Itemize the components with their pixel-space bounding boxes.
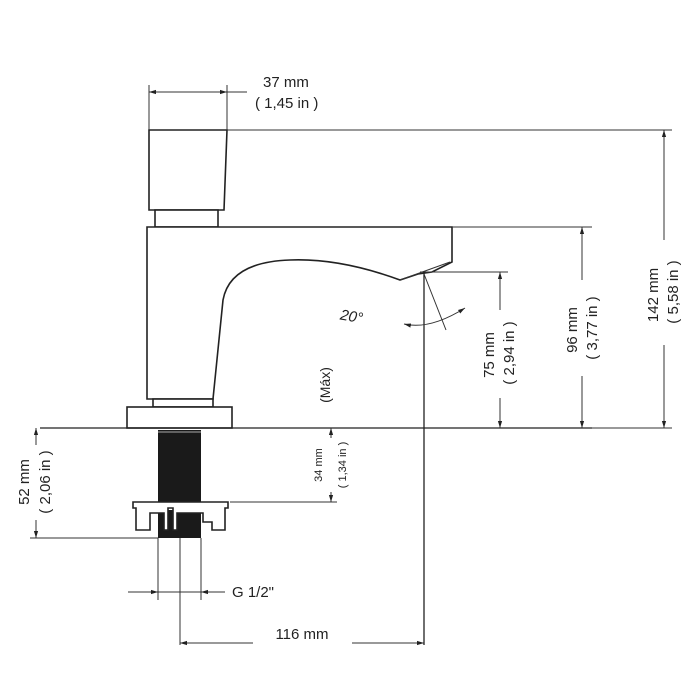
angle-ray — [423, 273, 447, 331]
spout-reach-mm: 116 mm — [275, 626, 328, 643]
max-note: (Máx) — [317, 367, 333, 403]
spout-angle-label: 20° — [338, 306, 364, 327]
dim-spout-reach: 116 mm — [180, 626, 424, 646]
dim-spout-height: 96 mm ( 3,77 in ) — [564, 227, 601, 428]
below-deck-mm: 52 mm — [16, 459, 33, 505]
shank-thread — [158, 430, 201, 502]
spout-body — [146, 226, 453, 400]
outlet-height-mm: 75 mm — [481, 332, 498, 378]
dim-below-deck: 52 mm ( 2,06 in ) — [16, 428, 158, 539]
outlet-height-in: ( 2,94 in ) — [501, 321, 518, 384]
thread-label: G 1/2" — [232, 584, 274, 601]
handle-neck — [154, 209, 219, 228]
handle-width-mm: 37 mm — [263, 74, 309, 91]
total-height-mm: 142 mm — [645, 268, 662, 322]
spout-height-mm: 96 mm — [564, 307, 581, 353]
dim-handle-width: 37 mm ( 1,45 in ) — [148, 74, 318, 130]
handle-width-in: ( 1,45 in ) — [255, 95, 318, 112]
aerator-tip — [399, 261, 451, 281]
base-ring — [152, 398, 214, 408]
handle-cap — [148, 129, 228, 211]
base-flange — [126, 406, 233, 429]
faucet-body — [126, 129, 453, 429]
spout-height-in: ( 3,77 in ) — [584, 296, 601, 359]
dim-outlet-height: 75 mm ( 2,94 in ) — [481, 272, 518, 428]
below-deck-in: ( 2,06 in ) — [37, 450, 54, 513]
threaded-shank — [132, 430, 229, 645]
deck-thickness-in: ( 1,34 in ) — [337, 442, 349, 488]
dim-spout-angle: 20° — [338, 272, 466, 645]
fixing-nut — [132, 501, 229, 531]
dim-deck-thickness: 34 mm ( 1,34 in ) — [230, 428, 349, 503]
total-height-in: ( 5,58 in ) — [665, 260, 682, 323]
deck-thickness-mm: 34 mm — [313, 448, 325, 482]
dim-thread: G 1/2" — [128, 584, 274, 601]
dim-total-height: 142 mm ( 5,58 in ) — [645, 130, 682, 428]
